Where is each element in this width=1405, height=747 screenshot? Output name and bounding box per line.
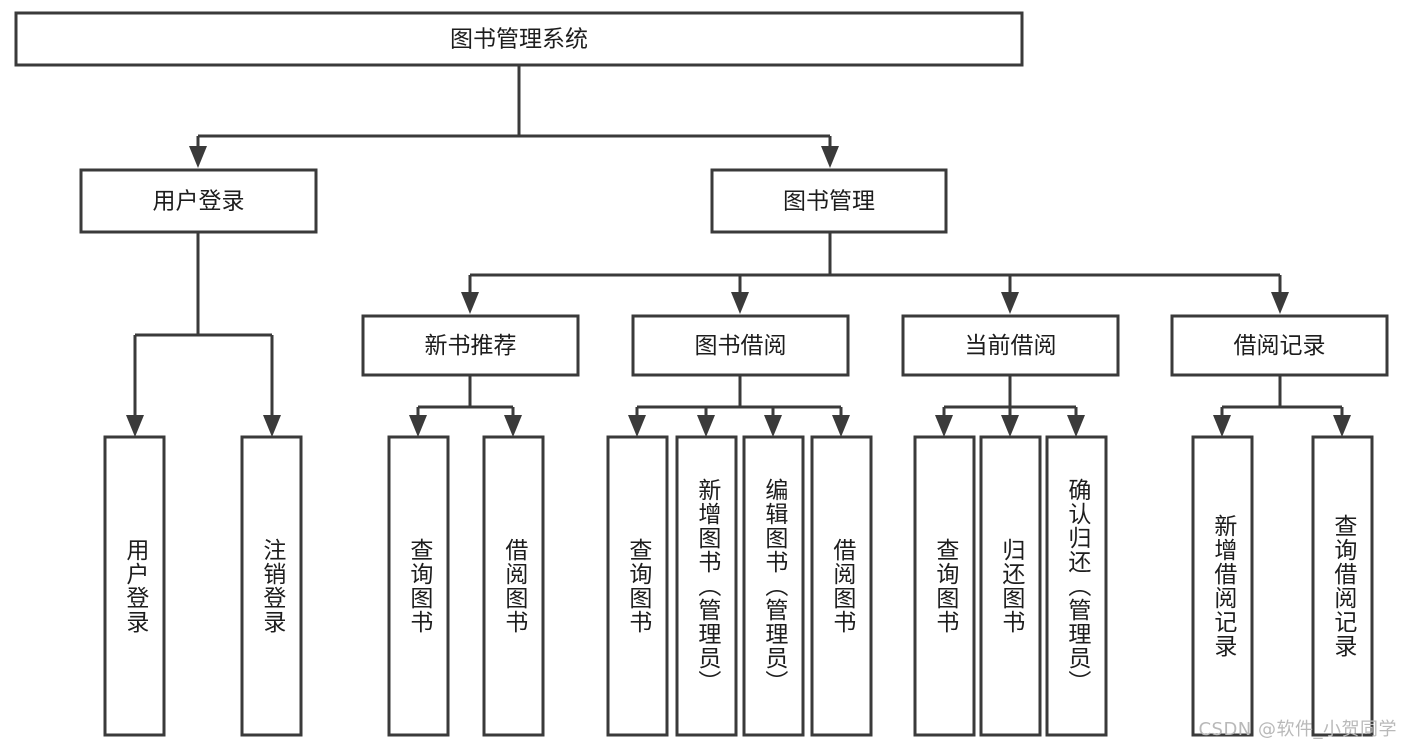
node-book-management-label: 图书管理	[783, 189, 875, 215]
node-leaf-query-record-box[interactable]	[1311, 435, 1374, 737]
arrow-user-login-icon	[189, 146, 207, 168]
node-leaf-borrow-book-2-box[interactable]	[810, 435, 873, 737]
node-leaf-borrow-book-1-box[interactable]	[482, 435, 545, 737]
arrow-leaf-5-icon	[628, 415, 646, 437]
arrow-book-management-icon	[821, 146, 839, 168]
node-root-box[interactable]	[14, 11, 1024, 67]
arrow-leaf-2-icon	[263, 415, 281, 437]
node-leaf-user-login-box[interactable]	[103, 435, 166, 737]
arrow-leaf-6-icon	[697, 415, 715, 437]
node-leaf-edit-book-box[interactable]	[742, 435, 805, 737]
arrow-borrow-record-icon	[1271, 292, 1289, 314]
arrow-book-borrow-icon	[731, 292, 749, 314]
arrow-current-borrow-icon	[1001, 292, 1019, 314]
arrow-leaf-1-icon	[126, 415, 144, 437]
node-leaf-query-book-2-box[interactable]	[606, 435, 669, 737]
arrow-new-book-recommend-icon	[461, 292, 479, 314]
node-leaf-query-book-3-box[interactable]	[913, 435, 976, 737]
node-book-management-box[interactable]	[710, 168, 948, 234]
arrow-leaf-7-icon	[764, 415, 782, 437]
arrow-leaf-12-icon	[1213, 415, 1231, 437]
node-new-book-recommend-box[interactable]	[361, 314, 580, 377]
node-new-book-recommend-label: 新书推荐	[425, 333, 517, 359]
csdn-watermark: CSDN @软件_小贺同学	[1198, 719, 1397, 740]
node-book-borrow-box[interactable]	[631, 314, 850, 377]
node-leaf-return-book-box[interactable]	[979, 435, 1042, 737]
node-borrow-record-box[interactable]	[1170, 314, 1389, 377]
node-current-borrow-box[interactable]	[901, 314, 1120, 377]
arrow-leaf-9-icon	[935, 415, 953, 437]
node-leaf-query-book-1-box[interactable]	[387, 435, 450, 737]
arrow-leaf-10-icon	[1001, 415, 1019, 437]
arrow-head-layer	[126, 146, 1351, 437]
arrow-leaf-11-icon	[1067, 415, 1085, 437]
arrow-leaf-8-icon	[832, 415, 850, 437]
node-user-login-label: 用户登录	[153, 189, 245, 215]
node-leaf-logout-box[interactable]	[240, 435, 303, 737]
node-leaf-add-book-box[interactable]	[675, 435, 738, 737]
node-current-borrow-label: 当前借阅	[965, 333, 1057, 359]
node-box-layer	[14, 11, 1389, 737]
arrow-leaf-4-icon	[504, 415, 522, 437]
node-user-login-box[interactable]	[79, 168, 318, 234]
node-leaf-confirm-return-box[interactable]	[1045, 435, 1108, 737]
arrow-leaf-3-icon	[409, 415, 427, 437]
node-root-label: 图书管理系统	[450, 27, 588, 53]
arrow-leaf-13-icon	[1333, 415, 1351, 437]
node-book-borrow-label: 图书借阅	[695, 333, 787, 359]
node-leaf-add-record-box[interactable]	[1191, 435, 1254, 737]
node-borrow-record-label: 借阅记录	[1234, 333, 1326, 359]
